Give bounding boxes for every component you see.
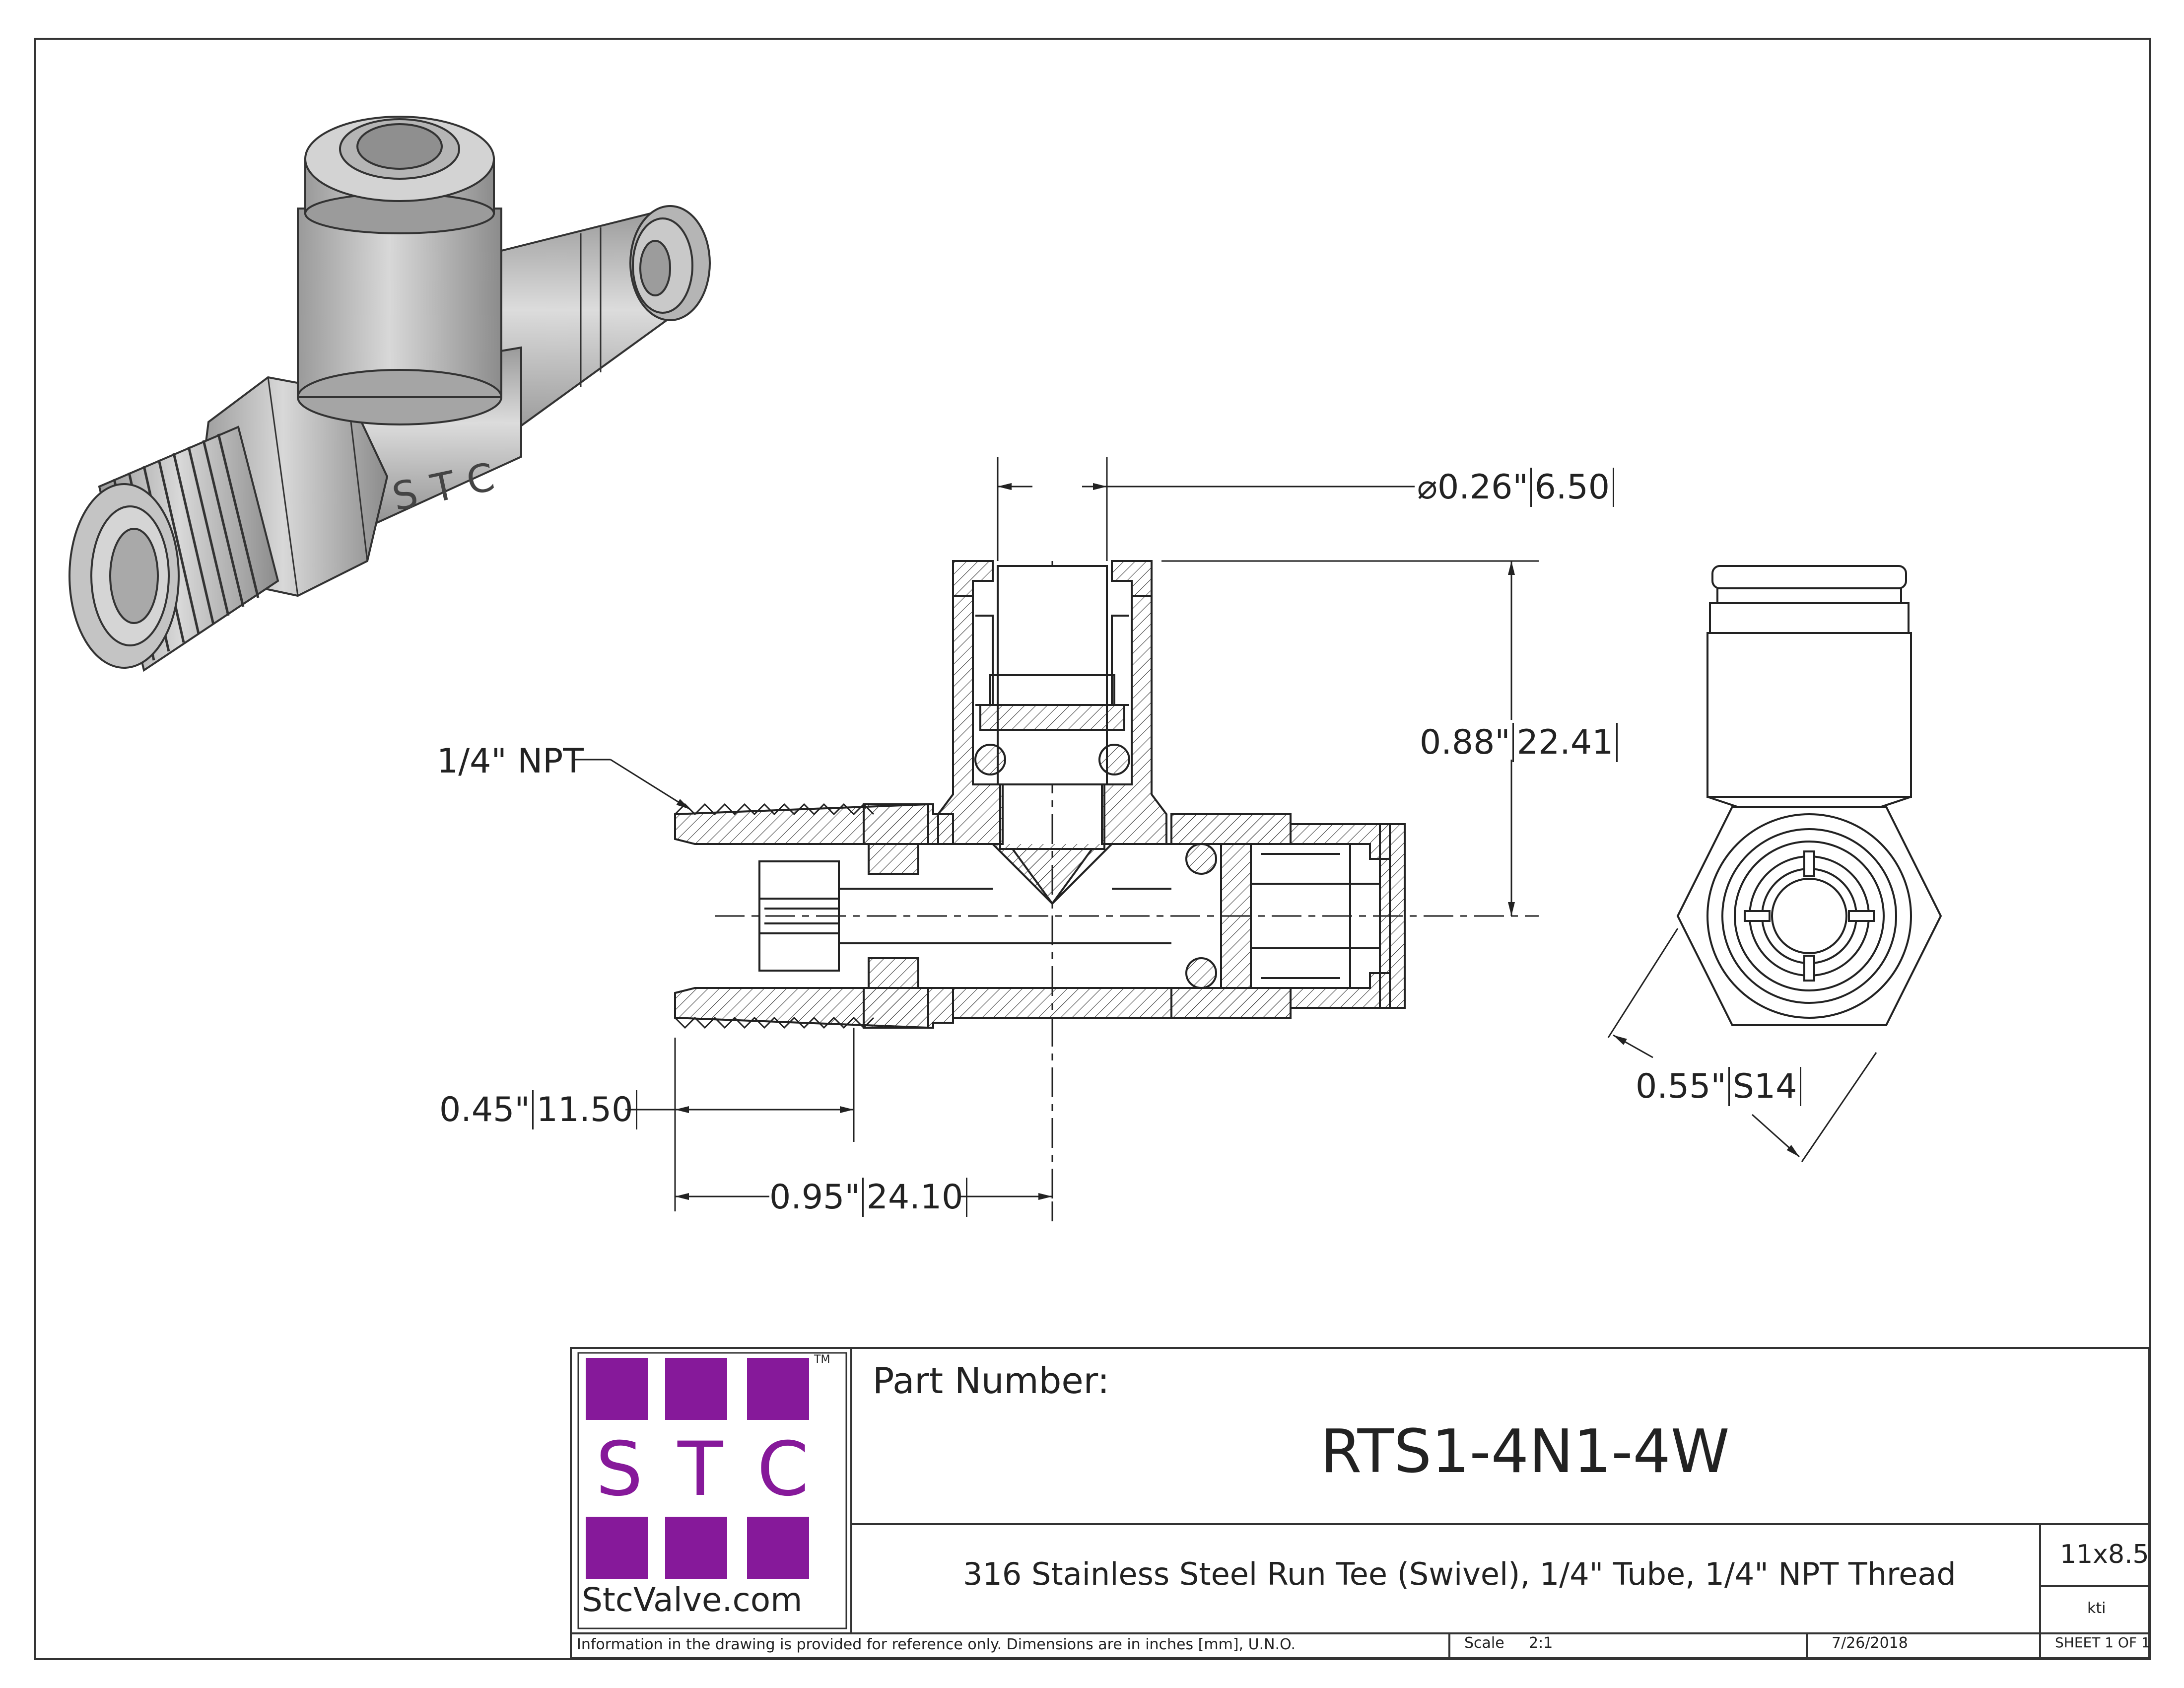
part-number: RTS1-4N1-4W [1320,1417,1730,1486]
side-view [1607,565,1942,1162]
dim-center-length-bracket: 24.10 [862,1178,968,1217]
dim-thread-length: 0.45"11.50 [439,1090,638,1129]
part-description: 316 Stainless Steel Run Tee (Swivel), 1/… [963,1556,1956,1592]
website-label: StcValve.com [582,1581,803,1619]
dim-tube-od-in: 0.26" [1437,468,1528,507]
dim-tube-od: ⌀0.26"6.50 [1417,468,1615,507]
disclaimer: Information in the drawing is provided f… [577,1636,1296,1653]
trademark-mark: TM [814,1353,830,1366]
diameter-symbol-icon: ⌀ [1417,468,1437,507]
dim-thread-length-bracket: 11.50 [532,1090,638,1129]
dim-thread-length-in: 0.45" [439,1090,530,1129]
part-number-label: Part Number: [873,1360,1110,1402]
isometric-view: STC [68,116,711,672]
scale-value: 2:1 [1529,1634,1553,1652]
dim-height-in: 0.88" [1420,723,1510,762]
sheet-number: SHEET 1 OF 1 [2055,1634,2150,1651]
thread-callout: 1/4" NPT [437,742,584,781]
dim-center-length: 0.95"24.10 [769,1178,968,1217]
dim-center-length-in: 0.95" [769,1178,860,1217]
logo-letter-t: T [678,1426,723,1513]
sheet-size: 11x8.5 [2060,1540,2149,1569]
logo-letter-s: S [596,1426,643,1513]
dimension-lines [573,457,1539,1221]
dim-height: 0.88"22.41 [1420,723,1618,762]
drawn-by: kti [2087,1600,2106,1617]
dim-height-bracket: 22.41 [1512,723,1618,762]
scale-label: Scale [1464,1634,1504,1652]
drawing-date: 7/26/2018 [1832,1634,1908,1652]
section-view [674,560,1539,1201]
dim-hex-in: 0.55" [1636,1067,1726,1106]
title-block [570,1347,2150,1659]
dim-tube-od-bracket: 6.50 [1530,468,1615,507]
dim-hex: 0.55"S14 [1636,1067,1802,1106]
logo-letter-c: C [757,1426,809,1513]
dim-hex-bracket: S14 [1728,1067,1802,1106]
